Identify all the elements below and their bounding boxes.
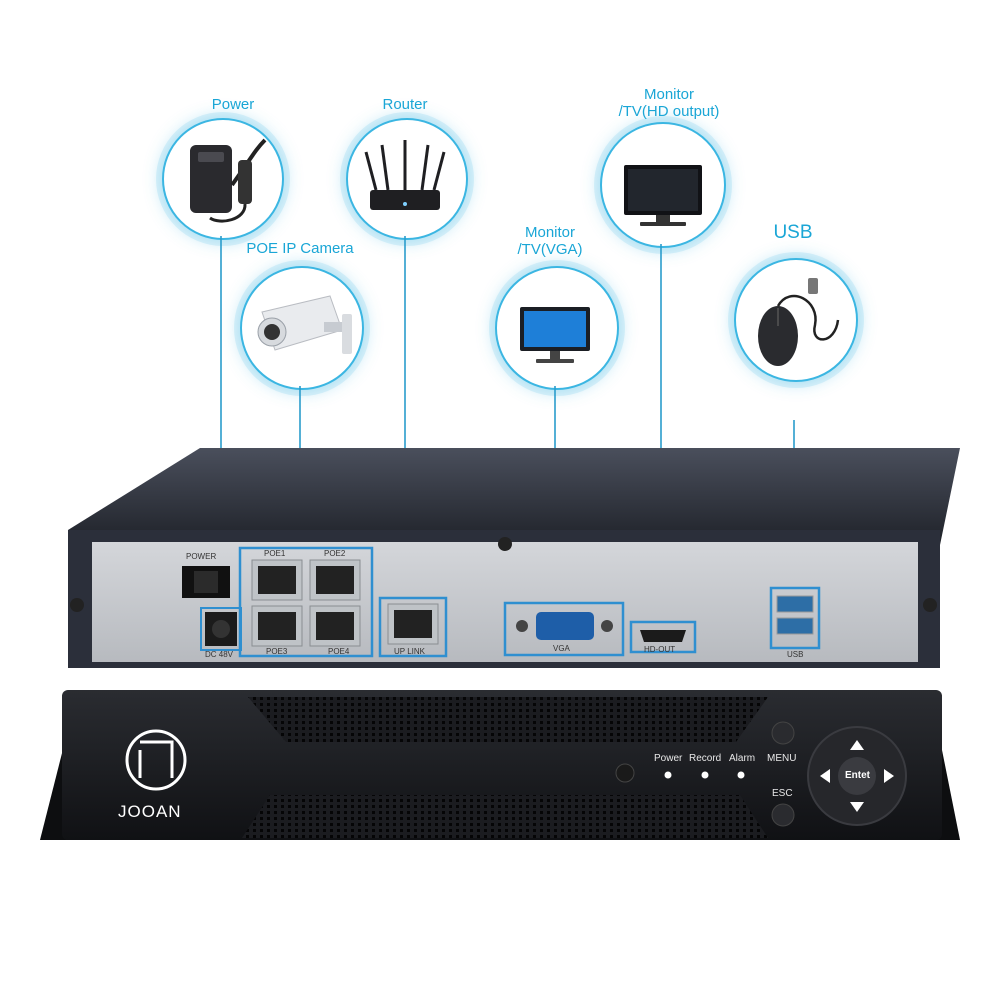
power-switch-label: POWER — [186, 552, 217, 561]
rear-screw-right — [923, 598, 937, 612]
poe1-label: POE1 — [264, 549, 286, 558]
menu-button[interactable] — [771, 721, 795, 745]
vga-label: VGA — [553, 644, 570, 653]
chassis-top — [68, 448, 960, 545]
enter-button-label[interactable]: Entet — [845, 770, 870, 781]
power-adapter-icon — [190, 138, 267, 223]
led-record-label: Record — [689, 753, 722, 764]
poe-camera-label: POE IP Camera — [246, 240, 354, 257]
router-bubble — [346, 118, 468, 240]
led-power — [664, 771, 672, 779]
poe-ports-highlight — [238, 546, 374, 658]
jooan-logo-icon — [125, 729, 187, 791]
arrow-up-icon[interactable] — [850, 740, 864, 750]
brand-name: JOOAN — [118, 802, 182, 821]
usb-port-top — [776, 595, 814, 613]
vga-port — [536, 612, 594, 640]
monitor-vga-label-line1: Monitor — [524, 224, 576, 241]
poe2-label: POE2 — [324, 549, 346, 558]
monitor-vga-label: Monitor /TV(VGA) — [505, 224, 595, 258]
ir-receiver — [615, 763, 635, 783]
menu-label: MENU — [767, 753, 797, 764]
arrow-right-icon[interactable] — [884, 769, 894, 783]
power-label: Power — [211, 96, 255, 113]
hdmi-highlight — [629, 620, 697, 654]
usb-port-label: USB — [787, 650, 804, 659]
vga-highlight — [503, 601, 625, 657]
led-alarm — [737, 771, 745, 779]
navigation-pad[interactable] — [807, 726, 907, 826]
router-label: Router — [382, 96, 428, 113]
ip-camera-icon — [257, 295, 352, 354]
usb-label: USB — [773, 222, 813, 243]
front-vent-bottom — [242, 795, 768, 838]
hd-monitor-icon — [624, 165, 702, 226]
led-record — [701, 771, 709, 779]
usb-mouse-icon — [758, 278, 840, 366]
rear-screw-left — [70, 598, 84, 612]
poe-ports — [251, 559, 361, 647]
router-icon — [364, 140, 446, 210]
usb-port-bottom — [776, 617, 814, 635]
monitor-hd-label: Monitor /TV(HD output) — [604, 86, 734, 120]
hdmi-port — [640, 630, 686, 642]
uplink-label: UP LINK — [394, 647, 425, 656]
led-power-label: Power — [654, 753, 683, 764]
arrow-left-icon[interactable] — [820, 769, 830, 783]
led-alarm-label: Alarm — [729, 753, 756, 764]
monitor-hd-label-line2: /TV(HD output) — [618, 103, 720, 120]
front-vent-top — [248, 697, 768, 742]
monitor-vga-label-line2: /TV(VGA) — [517, 241, 583, 258]
esc-label: ESC — [772, 788, 793, 799]
esc-button[interactable] — [771, 803, 795, 827]
arrow-down-icon[interactable] — [850, 802, 864, 812]
uplink-highlight — [378, 596, 448, 658]
vga-monitor-icon — [520, 307, 590, 363]
rear-screw-top — [498, 537, 512, 551]
poe4-label: POE4 — [328, 647, 350, 656]
monitor-hd-label-line1: Monitor — [643, 86, 695, 103]
dc-in-label: DC 48V — [205, 650, 234, 659]
hdout-label: HD-OUT — [644, 645, 676, 654]
poe3-label: POE3 — [266, 647, 288, 656]
usb-highlight — [769, 586, 821, 650]
monitor-vga-bubble — [495, 266, 619, 390]
